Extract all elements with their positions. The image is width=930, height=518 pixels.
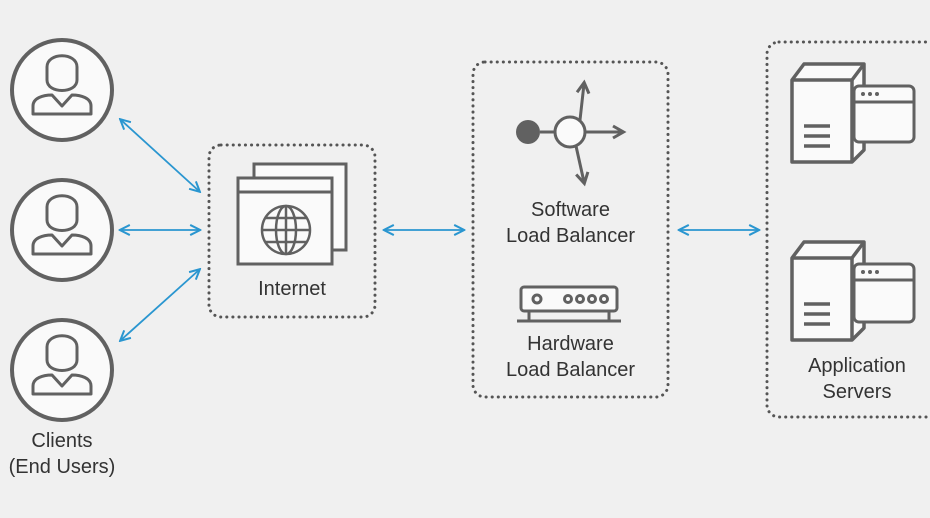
globe-icon bbox=[260, 204, 312, 256]
software-lb-label-line2: Load Balancer bbox=[506, 225, 635, 247]
server-tower-icon-2 bbox=[790, 240, 866, 342]
clients-label-line1: Clients bbox=[31, 430, 93, 452]
application-servers-label: Application Servers bbox=[770, 353, 930, 405]
client-user-icon-1 bbox=[10, 38, 114, 142]
client-user-icon-3 bbox=[10, 318, 114, 422]
app-window-icon-1 bbox=[852, 84, 916, 144]
load-balancer-box bbox=[471, 60, 670, 399]
arrow-client3-internet bbox=[121, 270, 199, 340]
software-lb-label: Software Load Balancer bbox=[473, 197, 668, 249]
software-lb-label-line1: Software bbox=[531, 199, 610, 221]
internet-box bbox=[207, 143, 377, 319]
arrow-client1-internet bbox=[121, 120, 199, 191]
client-user-icon-2 bbox=[10, 178, 114, 282]
internet-label: Internet bbox=[258, 278, 326, 300]
server-tower-icon-1 bbox=[790, 62, 866, 164]
load-balancer-node-icon bbox=[516, 79, 627, 187]
clients-label-line2: (End Users) bbox=[8, 456, 116, 478]
hardware-device-icon bbox=[517, 285, 621, 323]
application-servers-label-line1: Application bbox=[808, 355, 906, 377]
hardware-lb-label-line1: Hardware bbox=[527, 333, 614, 355]
clients-label: Clients (End Users) bbox=[0, 428, 124, 480]
application-servers-label-line2: Servers bbox=[822, 381, 892, 403]
app-window-icon-2 bbox=[852, 262, 916, 324]
hardware-lb-label-line2: Load Balancer bbox=[506, 359, 635, 381]
application-servers-box bbox=[765, 40, 930, 419]
hardware-lb-label: Hardware Load Balancer bbox=[473, 331, 668, 383]
